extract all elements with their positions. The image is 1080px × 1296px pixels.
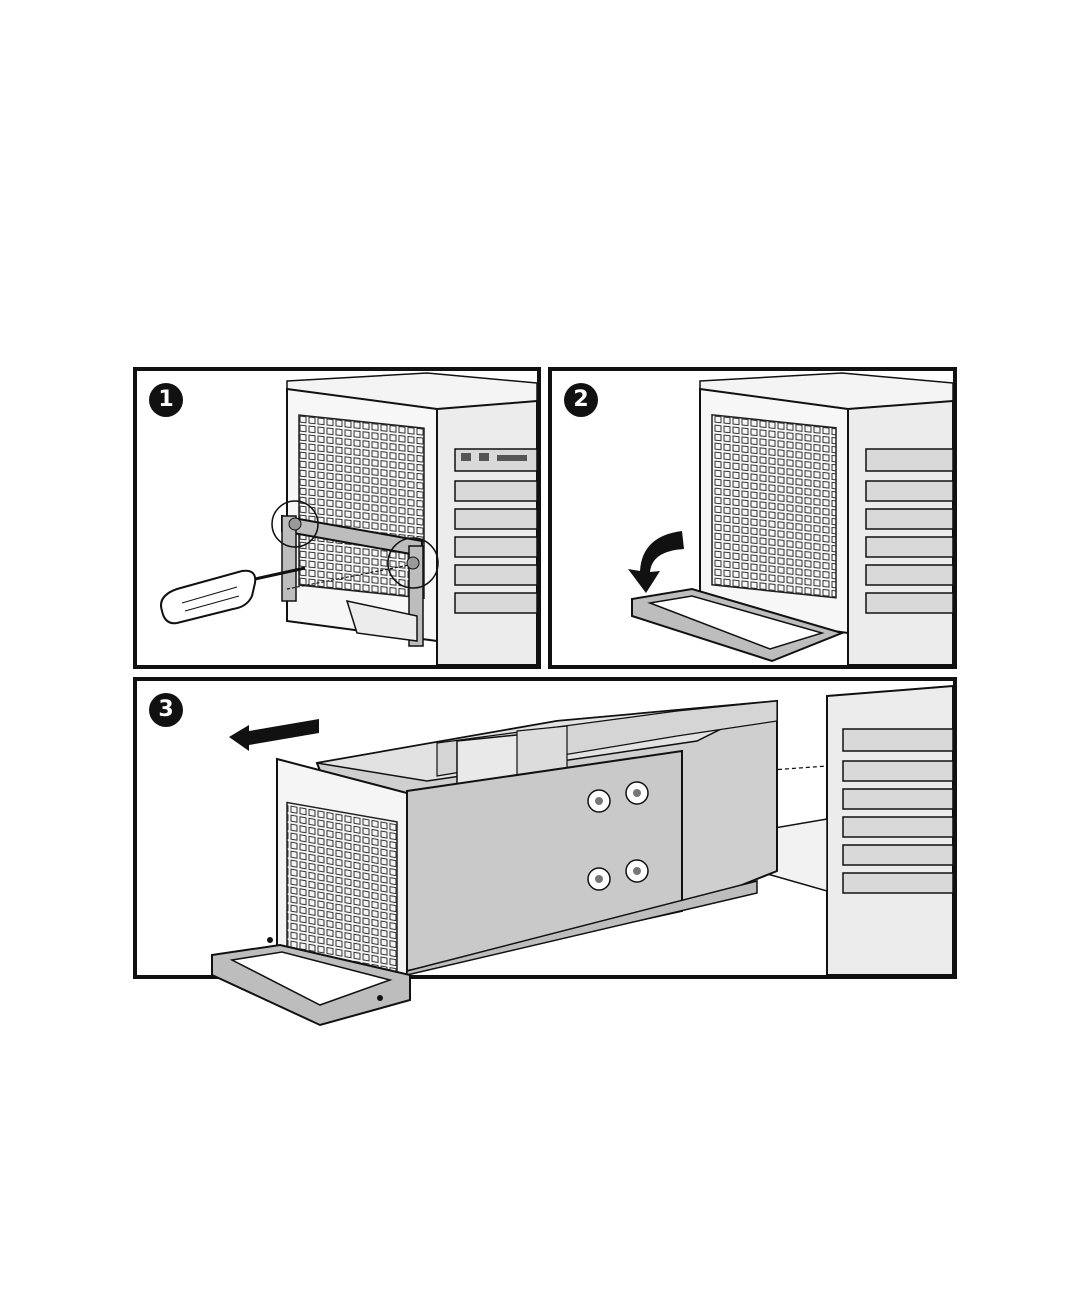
rotate-down-arrow-icon xyxy=(628,531,684,593)
step-1-badge: 1 xyxy=(149,383,183,417)
step-2-illustration xyxy=(552,371,953,665)
step-1-illustration xyxy=(137,371,537,665)
step-3-panel: 3 xyxy=(133,677,957,979)
step-2-panel: 2 xyxy=(548,367,957,669)
step-1-panel: 1 xyxy=(133,367,541,669)
step-3-badge: 3 xyxy=(149,693,183,727)
step-2-badge: 2 xyxy=(564,383,598,417)
pull-left-arrow-icon xyxy=(229,719,319,751)
step-3-illustration xyxy=(137,681,953,975)
